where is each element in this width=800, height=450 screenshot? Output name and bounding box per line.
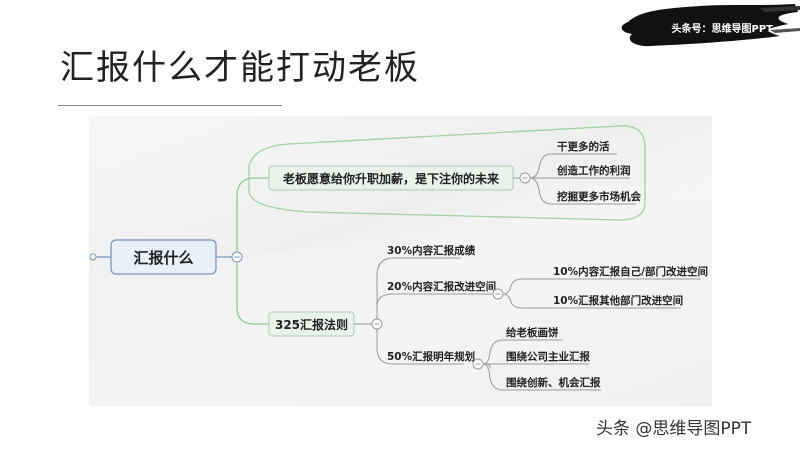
boundary-outline: [248, 125, 646, 221]
brush-stroke-icon: [621, 4, 800, 47]
mindmap-canvas: 汇报什么 老板愿意给你升职加薪，是下注你的未来 干更多的活 创造工作的利润 挖掘…: [89, 116, 712, 406]
sub-branch-node[interactable]: 30%内容汇报成绩: [387, 244, 476, 257]
leaf-node[interactable]: 围绕创新、机会汇报: [506, 376, 601, 389]
brand-badge: 头条号：思维导图PPT: [610, 0, 800, 52]
sub-branch-node[interactable]: 50%汇报明年规划: [387, 350, 475, 363]
branch-node-promotion[interactable]: 老板愿意给你升职加薪，是下注你的未来: [268, 165, 514, 191]
root-node[interactable]: 汇报什么: [110, 239, 217, 275]
leaf-node[interactable]: 10%汇报其他部门改进空间: [553, 294, 683, 307]
branch-label: 老板愿意给你升职加薪，是下注你的未来: [283, 171, 500, 186]
sub-branch-node[interactable]: 20%内容汇报改进空间: [387, 280, 496, 293]
leaf-node[interactable]: 干更多的活: [557, 140, 610, 153]
slide-title: 汇报什么才能打动老板: [60, 48, 420, 88]
branch-label: 325汇报法则: [275, 317, 348, 332]
leaf-node[interactable]: 挖掘更多市场机会: [557, 190, 641, 203]
branch-node-325-rule[interactable]: 325汇报法则: [268, 311, 355, 337]
title-divider: [58, 105, 282, 106]
leaf-node[interactable]: 围绕公司主业汇报: [506, 350, 590, 363]
leaf-node[interactable]: 创造工作的利润: [556, 164, 631, 177]
leaf-node[interactable]: 给老板画饼: [506, 326, 559, 339]
leaf-node[interactable]: 10%内容汇报自己/部门改进空间: [553, 265, 708, 278]
watermark: 头条 @思维导图PPT: [596, 419, 752, 439]
root-label: 汇报什么: [133, 249, 193, 267]
brand-badge-text: 头条号：思维导图PPT: [671, 24, 773, 35]
